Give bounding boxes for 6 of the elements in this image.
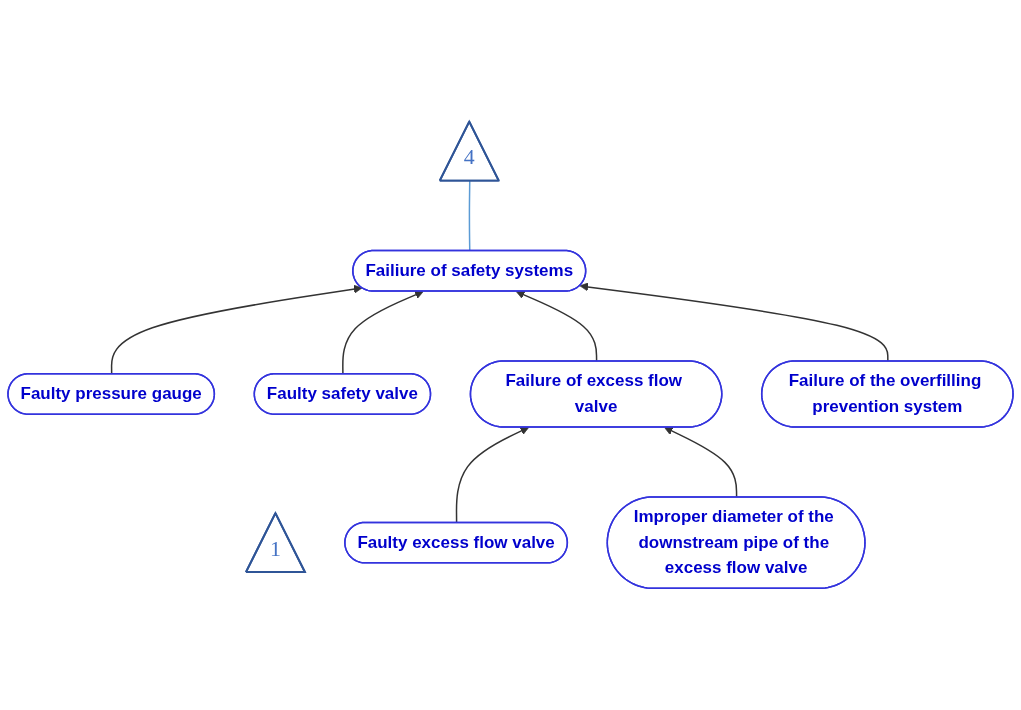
arrow	[579, 282, 889, 363]
arrow	[342, 290, 424, 375]
connector	[468, 180, 471, 252]
arrow	[455, 426, 530, 524]
arrow	[110, 284, 363, 375]
arrow	[515, 290, 598, 363]
